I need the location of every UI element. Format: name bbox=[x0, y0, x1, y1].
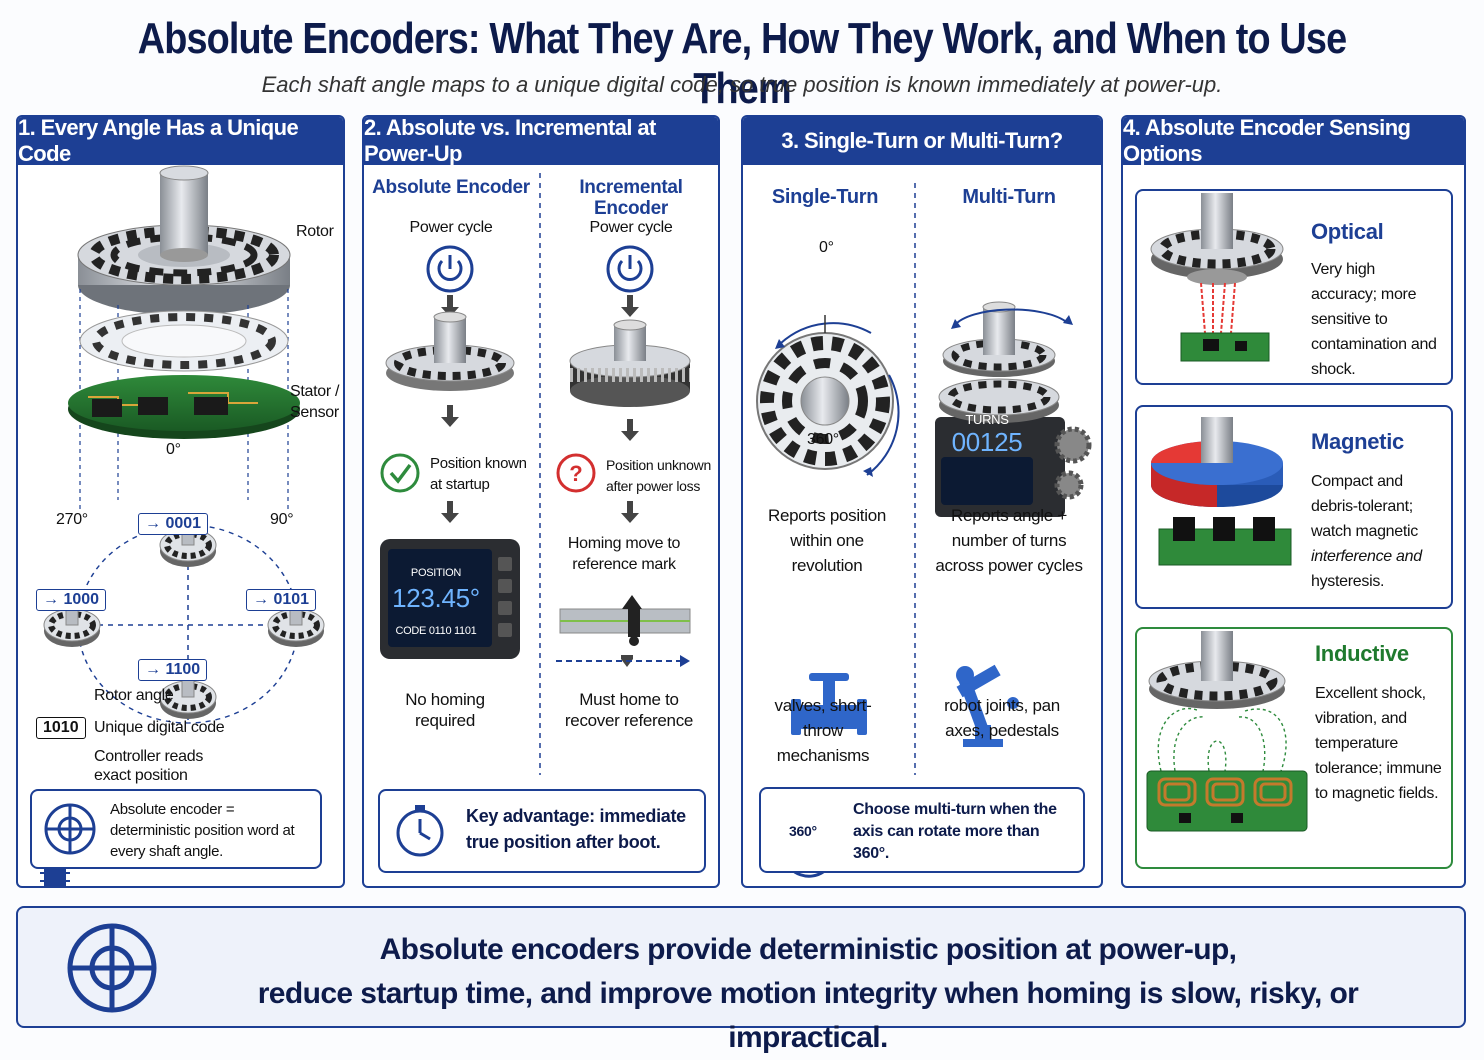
multi-turn-encoder bbox=[935, 301, 1092, 517]
rotation-360-label: 360° bbox=[789, 823, 817, 839]
power-cycle-abs: Power cycle bbox=[409, 219, 493, 236]
optical-title: Optical bbox=[1311, 219, 1384, 244]
inductive-title: Inductive bbox=[1315, 641, 1409, 666]
panel-2-advantage-box: Key advantage: immediate true position a… bbox=[378, 789, 706, 873]
mini-encoder-disc bbox=[43, 598, 101, 647]
question-icon: ? bbox=[556, 453, 596, 493]
rotor-label: Rotor bbox=[296, 223, 334, 240]
power-cycle-inc: Power cycle bbox=[589, 219, 673, 236]
absolute-encoder-disc bbox=[385, 311, 515, 391]
magnetic-title: Magnetic bbox=[1311, 429, 1404, 454]
position-known: Position known at startup bbox=[430, 455, 527, 493]
angle-90-label: 90° bbox=[270, 511, 294, 528]
no-homing: No homing required bbox=[405, 690, 485, 730]
valve-icon bbox=[791, 673, 867, 735]
conclusion-line-2: reduce startup time, and improve motion … bbox=[257, 977, 1359, 1054]
power-icon bbox=[426, 245, 474, 293]
page-title: Absolute Encoders: What They Are, How Th… bbox=[137, 14, 1347, 113]
legend-code-icon: 1010 bbox=[36, 717, 86, 739]
position-display bbox=[380, 539, 520, 659]
magnetic-desc-c: hysteresis. bbox=[1311, 573, 1385, 590]
conclusion-banner: Absolute encoders provide deterministic … bbox=[16, 906, 1466, 1054]
power-icon bbox=[606, 245, 654, 293]
conclusion-text: Absolute encoders provide deterministic … bbox=[198, 928, 1418, 1060]
magnetic-desc-a: Compact and debris-tolerant; watch magne… bbox=[1311, 473, 1418, 540]
single-turn-disc bbox=[756, 315, 900, 477]
panel-1-summary-box: Absolute encoder = deterministic positio… bbox=[30, 789, 322, 869]
down-arrows bbox=[441, 295, 639, 667]
target-icon bbox=[44, 803, 96, 855]
code-270: → 1000 bbox=[36, 589, 107, 611]
single-turn-uses: valves, short-throw mechanisms bbox=[774, 696, 872, 765]
multi-turn-title: Multi-Turn bbox=[962, 186, 1056, 208]
must-home: Must home to recover reference bbox=[564, 690, 694, 730]
code-0: → 0001 bbox=[138, 513, 209, 535]
stator-disc bbox=[79, 310, 289, 372]
panel-3-tip-box: 360° Choose multi-turn when the axis can… bbox=[759, 787, 1085, 873]
conclusion-line-1: Absolute encoders provide deterministic … bbox=[379, 933, 1237, 966]
panel-1-heading: 1. Every Angle Has a Unique Code bbox=[18, 117, 343, 166]
panel-2-heading: 2. Absolute vs. Incremental at Power-Up bbox=[364, 117, 718, 166]
legend-controller: Controller reads exact position bbox=[94, 748, 204, 784]
turns-value: 00125 bbox=[951, 427, 1023, 457]
zero-degree-label: 0° bbox=[819, 239, 834, 256]
svg-text:?: ? bbox=[569, 461, 582, 486]
angle-270-label: 270° bbox=[56, 511, 88, 528]
panel-3-tip: Choose multi-turn when the axis can rota… bbox=[853, 801, 1057, 862]
inductive-desc: Excellent shock, vibration, and temperat… bbox=[1315, 685, 1442, 802]
code-180: → 1100 bbox=[138, 659, 208, 681]
check-icon bbox=[380, 453, 420, 493]
turns-comparison bbox=[756, 183, 1092, 878]
sensor-pcb bbox=[68, 375, 300, 439]
panel-3-heading: 3. Single-Turn or Multi-Turn? bbox=[743, 117, 1101, 165]
multi-turn-desc: Reports angle + number of turns across p… bbox=[935, 506, 1083, 575]
absolute-encoder-title: Absolute Encoder bbox=[372, 177, 530, 198]
display-code: CODE 0110 1101 bbox=[395, 625, 477, 637]
optical-desc: Very high accuracy; more sensitive to co… bbox=[1311, 261, 1437, 378]
panel-4-heading: 4. Absolute Encoder Sensing Options bbox=[1123, 117, 1464, 166]
incremental-encoder-title: Incremental Encoder bbox=[579, 177, 683, 219]
robot-arm-icon bbox=[956, 664, 1019, 747]
optical-card: Optical Very high accuracy; more sensiti… bbox=[1135, 189, 1453, 385]
angle-0-label: 0° bbox=[166, 441, 181, 458]
magnetic-card: Magnetic Compact and debris-tolerant; wa… bbox=[1135, 405, 1453, 609]
panel-power-up: 2. Absolute vs. Incremental at Power-Up … bbox=[362, 115, 720, 888]
turns-label: TURNS bbox=[965, 412, 1009, 427]
homing-move: Homing move to reference mark bbox=[567, 535, 681, 573]
mini-encoder-disc bbox=[267, 598, 325, 647]
mini-encoder-disc bbox=[159, 670, 217, 719]
power-up-comparison: ? bbox=[380, 173, 691, 775]
magnetic-desc-b: interference and bbox=[1311, 548, 1422, 565]
optical-sensor-illustration bbox=[1150, 193, 1284, 362]
code-90: → 0101 bbox=[246, 589, 317, 611]
position-unknown: Position unknown after power loss bbox=[606, 457, 711, 494]
single-turn-title: Single-Turn bbox=[771, 186, 879, 208]
page-subtitle: Each shaft angle maps to a unique digita… bbox=[261, 72, 1223, 97]
legend-unique-code: Unique digital code bbox=[94, 719, 225, 736]
inductive-sensor-illustration bbox=[1146, 631, 1308, 832]
panel-1-summary: Absolute encoder = deterministic positio… bbox=[110, 801, 295, 860]
panel-sensing-options: 4. Absolute Encoder Sensing Options Opti… bbox=[1121, 115, 1466, 888]
legend-rotor-angle: Rotor angle bbox=[94, 687, 174, 704]
panel-2-advantage: Key advantage: immediate true position a… bbox=[466, 806, 686, 852]
inductive-card: Inductive Excellent shock, vibration, an… bbox=[1135, 627, 1453, 869]
magnetic-sensor-illustration bbox=[1151, 417, 1292, 566]
display-label: POSITION bbox=[410, 567, 462, 579]
single-turn-desc: Reports position within one revolution bbox=[767, 506, 887, 575]
stopwatch-icon bbox=[396, 805, 444, 857]
target-icon bbox=[67, 923, 157, 1013]
multi-turn-uses: robot joints, pan axes, pedestals bbox=[944, 696, 1060, 740]
encoder-exploded-illustration bbox=[40, 165, 325, 886]
incremental-encoder-disc bbox=[569, 319, 691, 407]
display-value: 123.45° bbox=[392, 583, 480, 613]
panel-single-multi: 3. Single-Turn or Multi-Turn? bbox=[741, 115, 1103, 888]
rotor-disc bbox=[77, 165, 291, 315]
full-turn-label: 360° bbox=[807, 431, 839, 448]
homing-rail bbox=[556, 595, 691, 667]
stator-label: Stator / Sensor bbox=[290, 383, 340, 421]
panel-unique-code: 1. Every Angle Has a Unique Code bbox=[16, 115, 345, 888]
